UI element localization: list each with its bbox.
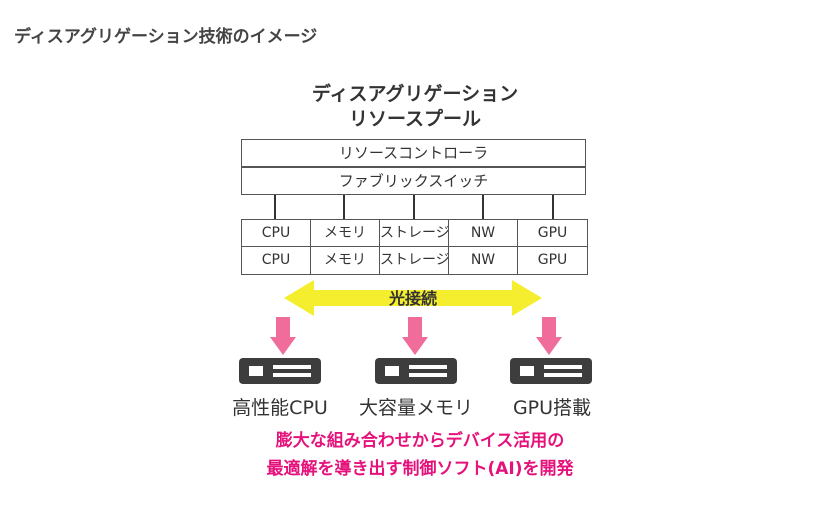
connector-storage	[413, 195, 415, 219]
resource-cell: ストレージ	[380, 247, 449, 274]
resource-cell: NW	[449, 220, 518, 247]
server-icon	[375, 358, 457, 384]
pool-title-line2: リソースプール	[348, 108, 482, 130]
resource-controller-layer: リソースコントローラ	[241, 139, 586, 167]
footer-line1: 膨大な組み合わせからデバイス活用の	[275, 431, 565, 451]
resource-cell: GPU	[518, 220, 587, 247]
server-icon	[239, 358, 321, 384]
connector-gpu	[552, 195, 554, 219]
resource-cell: CPU	[242, 220, 311, 247]
down-arrow-icon	[270, 317, 296, 355]
connector-memory	[343, 195, 345, 219]
down-arrow-icon	[402, 317, 428, 355]
resource-pool-title: ディスアグリゲーション リソースプール	[220, 82, 610, 132]
down-arrow-icon	[536, 317, 562, 355]
connector-nw	[482, 195, 484, 219]
pool-title-line1: ディスアグリゲーション	[311, 83, 519, 105]
server-label-gpu: GPU搭載	[512, 397, 592, 419]
server-label-large-memory: 大容量メモリ	[358, 397, 473, 419]
resource-cell: NW	[449, 247, 518, 274]
footer-line2: 最適解を導き出す制御ソフト(AI)を開発	[266, 459, 574, 479]
resource-cell: メモリ	[311, 247, 380, 274]
resource-cell: GPU	[537, 252, 568, 268]
resource-cell: ストレージ	[380, 220, 449, 247]
optical-connection-label: 光接続	[388, 289, 437, 308]
resource-cell: CPU	[242, 247, 311, 274]
resource-cell: メモリ	[311, 220, 380, 247]
resource-grid: CPU メモリ ストレージ NW GPU CPU メモリ ストレージ NW GP…	[241, 219, 588, 275]
server-label-high-performance-cpu: 高性能CPU	[232, 397, 328, 419]
fabric-switch-layer: ファブリックスイッチ	[241, 167, 586, 195]
page-title: ディスアグリゲーション技術のイメージ	[14, 27, 318, 47]
double-arrow-icon	[284, 280, 542, 316]
connector-cpu	[274, 195, 276, 219]
server-icon	[510, 358, 592, 384]
